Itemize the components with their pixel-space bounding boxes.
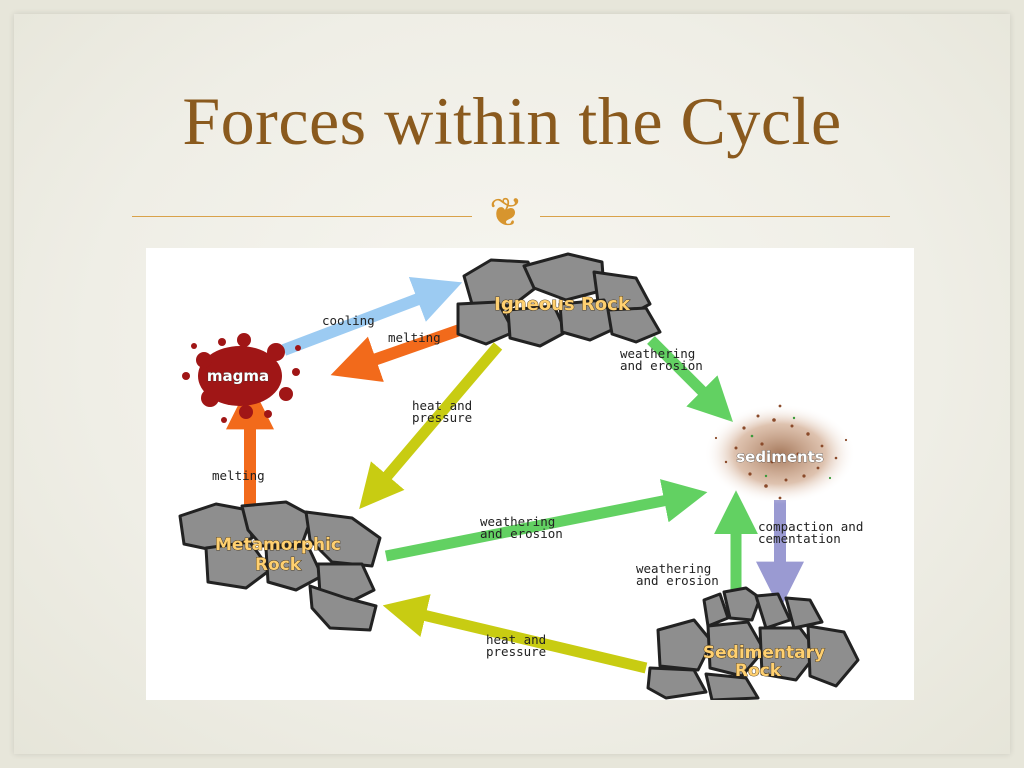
title-divider-left [132, 216, 472, 217]
melting-arrow-from-igneous [330, 320, 473, 382]
igneous-rock-cluster [456, 252, 662, 348]
melting-igneous-label: melting [388, 330, 441, 345]
magma-splat [182, 333, 301, 423]
melting-metamorphic-label: melting [212, 468, 265, 483]
slide-title: Forces within the Cycle [182, 83, 842, 159]
weathering-igneous-label-2: and erosion [620, 358, 703, 373]
weathering-arrow-igneous-to-sediments [647, 336, 734, 423]
igneous-rock-label: Igneous Rock [494, 294, 631, 315]
title-divider-right [540, 216, 890, 217]
sediments-label: sediments [736, 448, 824, 466]
heat-pressure-igneous-label-1: heat and [412, 398, 472, 413]
metamorphic-rock-label-line1: Metamorphic [215, 535, 341, 555]
compaction-label-2: cementation [758, 531, 841, 546]
weathering-metamorphic-label-2: and erosion [480, 526, 563, 541]
weathering-arrow-metamorphic-to-sediments [384, 479, 708, 562]
sedimentary-rock-label-line2: Rock [735, 661, 782, 681]
compaction-label-1: compaction and [758, 519, 863, 534]
heat-pressure-arrow-sedimentary-to-metamorphic [382, 594, 648, 674]
rock-cycle-svg: Igneous Rock magma [178, 252, 863, 700]
weathering-igneous-label-1: weathering [620, 346, 695, 361]
sediments-cloud [704, 404, 856, 504]
cooling-arrow [281, 276, 463, 356]
metamorphic-rock-label-line2: Rock [255, 555, 302, 575]
weathering-sedimentary-label-1: weathering [636, 561, 711, 576]
cooling-label: cooling [322, 313, 375, 328]
heat-pressure-sedimentary-label-1: heat and [486, 632, 546, 647]
heat-pressure-igneous-label-2: pressure [412, 410, 472, 425]
sedimentary-rock-cluster [646, 586, 860, 700]
sedimentary-rock-label-line1: Sedimentary [703, 643, 825, 663]
heat-pressure-arrow-igneous-to-metamorphic [359, 342, 503, 510]
ornament-icon: ❦ [489, 190, 523, 236]
metamorphic-rock-cluster [178, 500, 382, 632]
rock-cycle-diagram: Igneous Rock magma [146, 248, 914, 700]
weathering-metamorphic-label-1: weathering [480, 514, 555, 529]
weathering-sedimentary-label-2: and erosion [636, 573, 719, 588]
heat-pressure-sedimentary-label-2: pressure [486, 644, 546, 659]
magma-label: magma [207, 367, 269, 385]
